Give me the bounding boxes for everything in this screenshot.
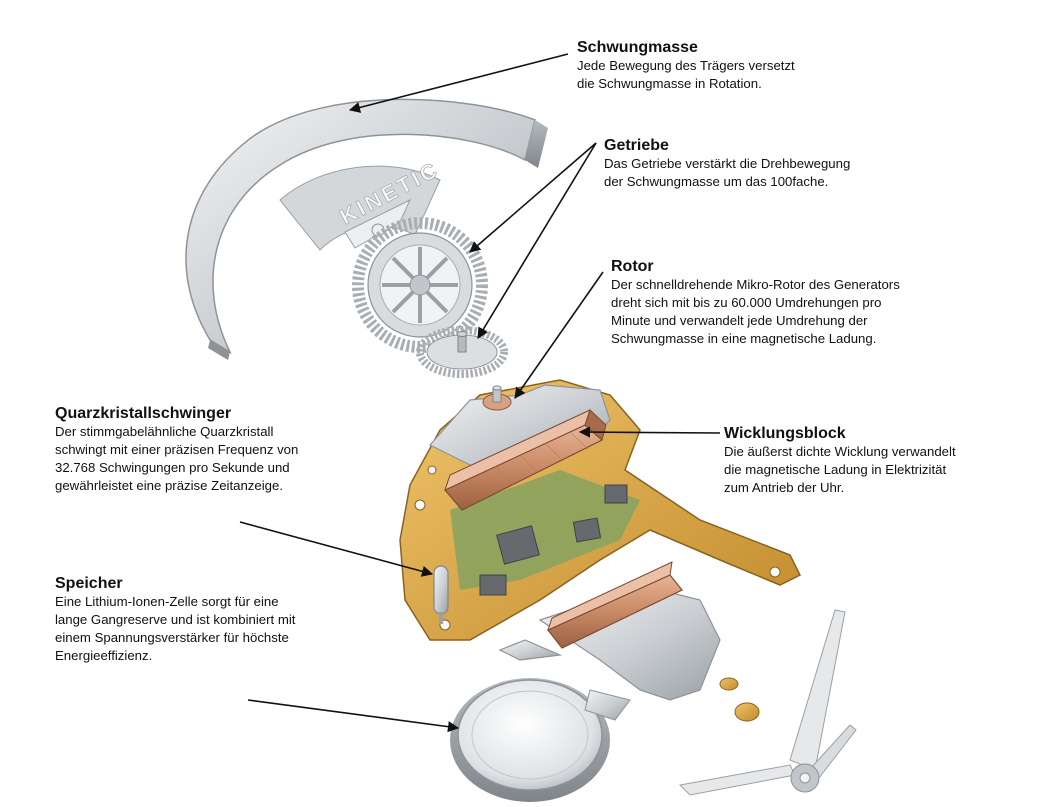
label-title: Schwungmasse	[577, 39, 698, 56]
arrow-quarzkristall	[239, 521, 434, 577]
description-line: Energieeffizienz.	[55, 648, 153, 663]
description-line: Die äußerst dichte Wicklung verwandelt	[724, 444, 956, 459]
description-line: Eine Lithium-Ionen-Zelle sorgt für eine	[55, 594, 279, 609]
label-getriebe: Getriebe Das Getriebe verstärkt die Dreh…	[604, 136, 850, 191]
label-description: Der schnelldrehende Mikro-Rotor des Gene…	[611, 276, 900, 348]
label-speicher: Speicher Eine Lithium-Ionen-Zelle sorgt …	[55, 574, 295, 665]
description-line: lange Gangreserve und ist kombiniert mit	[55, 612, 296, 627]
jewel-wheels	[719, 677, 760, 722]
label-schwungmasse: Schwungmasse Jede Bewegung des Trägers v…	[577, 38, 795, 93]
description-line: schwingt mit einer präzisen Frequenz von	[55, 442, 299, 457]
description-line: Der schnelldrehende Mikro-Rotor des Gene…	[611, 277, 900, 292]
arrow-wicklungsblock	[578, 426, 721, 438]
label-description: Das Getriebe verstärkt die Drehbewegung …	[604, 155, 850, 191]
description-line: dreht sich mit bis zu 60.000 Umdrehungen…	[611, 295, 882, 310]
arrow-rotor	[514, 271, 604, 399]
arrow-getriebe-large-gear	[469, 142, 597, 253]
label-wicklungsblock: Wicklungsblock Die äußerst dichte Wicklu…	[724, 424, 956, 497]
description-line: der Schwungmasse um das 100fache.	[604, 174, 829, 189]
label-title: Wicklungsblock	[724, 425, 846, 442]
secondary-coil	[547, 561, 683, 649]
label-description: Eine Lithium-Ionen-Zelle sorgt für eine …	[55, 593, 295, 665]
description-line: Minute und verwandelt jede Umdrehung der	[611, 313, 868, 328]
label-title: Rotor	[611, 258, 654, 275]
description-line: Der stimmgabelähnliche Quarzkristall	[55, 424, 274, 439]
battery-cell	[450, 678, 631, 802]
arrow-schwungmasse	[348, 53, 569, 113]
small-gear	[416, 326, 508, 378]
description-line: Das Getriebe verstärkt die Drehbewegung	[604, 156, 851, 171]
label-description: Jede Bewegung des Trägers versetzt die S…	[577, 57, 795, 93]
arrow-getriebe-small-gear	[477, 142, 597, 339]
label-title: Getriebe	[604, 137, 669, 154]
label-title: Speicher	[55, 575, 123, 592]
description-line: die magnetische Ladung in Elektrizität	[724, 462, 947, 477]
label-quarzkristallschwinger: Quarzkristallschwinger Der stimmgabelähn…	[55, 404, 298, 495]
label-description: Die äußerst dichte Wicklung verwandelt d…	[724, 443, 956, 497]
arrow-speicher	[247, 699, 460, 733]
label-title: Quarzkristallschwinger	[55, 405, 232, 422]
description-line: Schwungmasse in eine magnetische Ladung.	[611, 331, 877, 346]
description-line: zum Antrieb der Uhr.	[724, 480, 845, 495]
description-line: gewährleistet eine präzise Zeitanzeige.	[55, 478, 283, 493]
rotor	[482, 385, 512, 411]
description-line: 32.768 Schwingungen pro Sekunde und	[55, 460, 290, 475]
description-line: einem Spannungsverstärker für höchste	[55, 630, 289, 645]
large-gear	[352, 217, 488, 353]
watch-hands	[678, 609, 857, 796]
label-rotor: Rotor Der schnelldrehende Mikro-Rotor de…	[611, 257, 900, 348]
description-line: Jede Bewegung des Trägers versetzt	[577, 58, 795, 73]
label-description: Der stimmgabelähnliche Quarzkristall sch…	[55, 423, 298, 495]
description-line: die Schwungmasse in Rotation.	[577, 76, 762, 91]
callout-arrows	[239, 53, 721, 733]
quartz-crystal	[433, 565, 449, 624]
